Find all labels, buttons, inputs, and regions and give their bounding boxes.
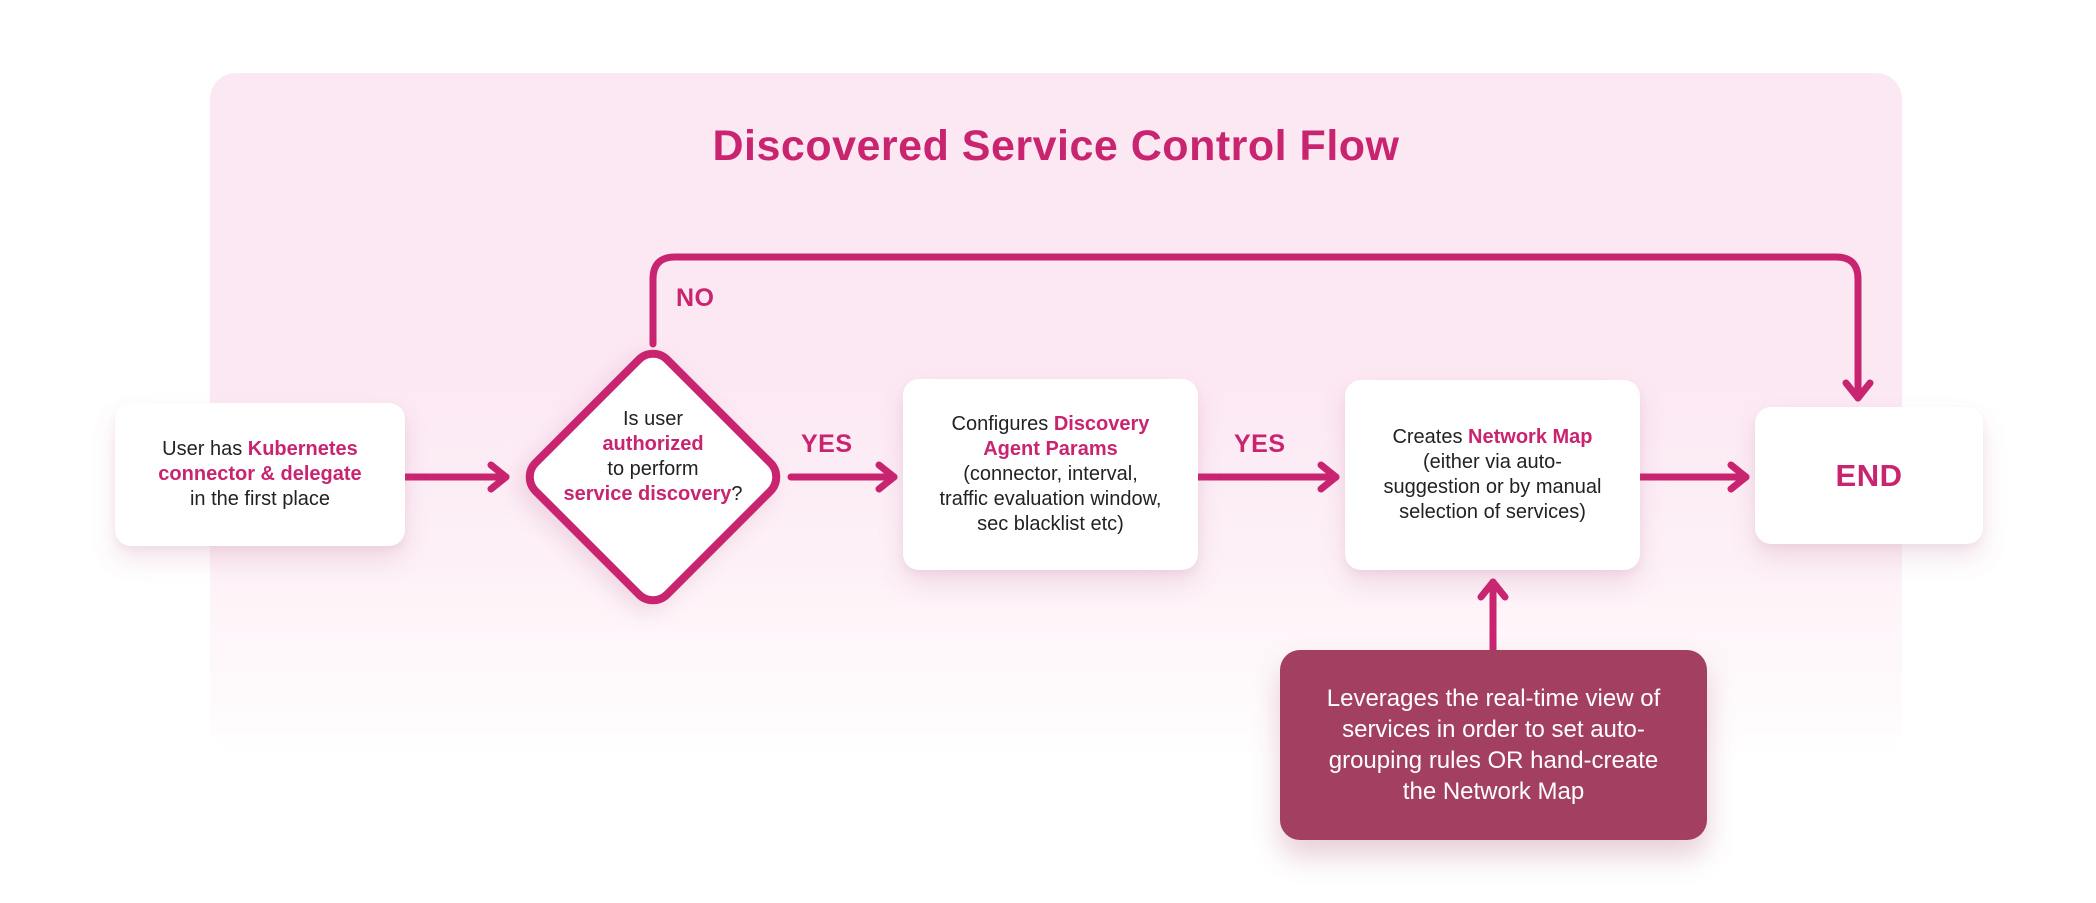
node-create-text: Creates Network Map (either via auto- su… [1383,426,1602,523]
node-decision-text: Is user authorized to perform service di… [563,408,743,505]
edge-label-no: NO [676,284,715,312]
node-create-network-map: Creates Network Map (either via auto- su… [1345,380,1640,570]
node-configure-text: Configures Discovery Agent Params (conne… [939,413,1162,535]
node-configure-discovery-agent: Configures Discovery Agent Params (conne… [903,379,1198,570]
edge-label-yes-after-decision: YES [801,430,853,458]
page-title: Discovered Service Control Flow [712,122,1400,170]
end-label: END [1835,458,1903,493]
node-start-kubernetes-connector: User has Kubernetes connector & delegate… [115,403,405,546]
note-box: Leverages the real-time view of services… [1280,650,1707,840]
node-start-text: User has Kubernetes connector & delegate… [158,438,362,510]
edge-label-yes-after-configure: YES [1234,430,1286,458]
node-end: END [1755,407,1983,544]
note-text: Leverages the real-time view of services… [1326,685,1661,805]
